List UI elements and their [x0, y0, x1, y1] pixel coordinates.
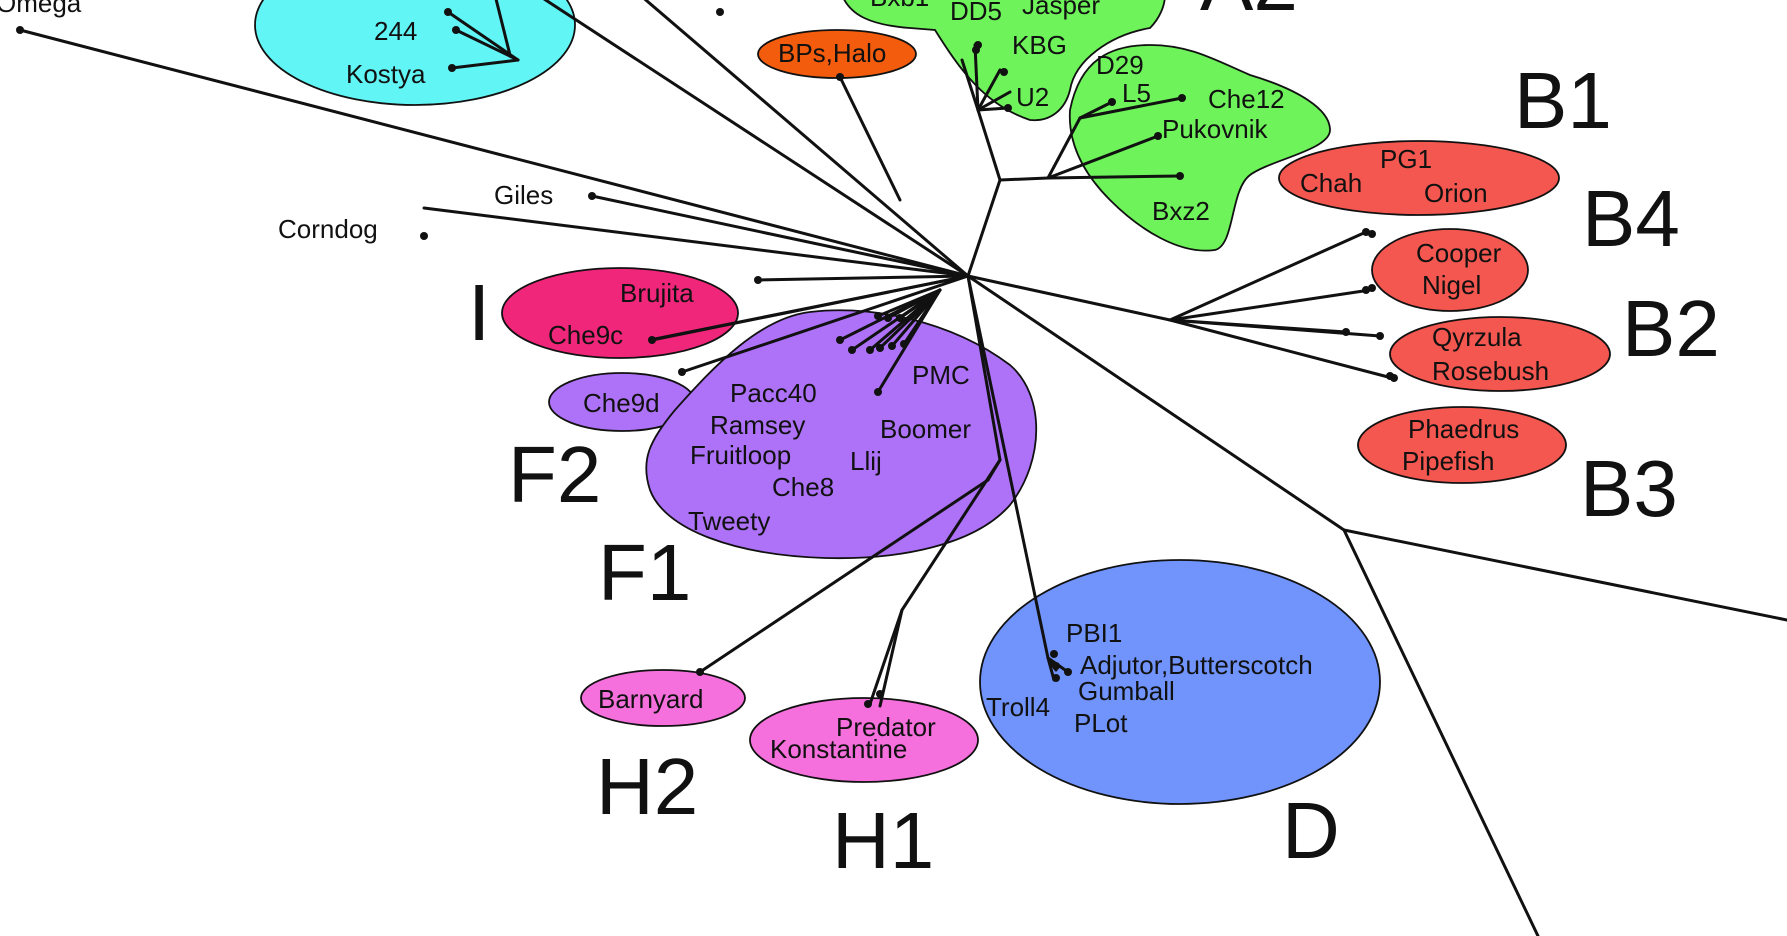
- cluster-region-b3: [1357, 406, 1567, 484]
- leaf-label-dd5: DD5: [950, 0, 1002, 26]
- leaf-label-predator: Predator: [836, 712, 936, 742]
- leaf-label-phaedrus: Phaedrus: [1408, 414, 1519, 444]
- cluster-label-h2: H2: [596, 742, 698, 831]
- leaf-label-cooper: Cooper: [1416, 238, 1502, 268]
- leaf-label-boomer: Boomer: [880, 414, 971, 444]
- leaf-label-che12: Che12: [1208, 84, 1285, 114]
- leaf-label-ramsey: Ramsey: [710, 410, 805, 440]
- cluster-region-b2: [1389, 316, 1611, 392]
- leaf-label-l5: L5: [1122, 78, 1151, 108]
- cluster-label-b1: B1: [1514, 56, 1612, 145]
- leaf-label-pacc40: Pacc40: [730, 378, 817, 408]
- leaf-label-fruitloop: Fruitloop: [690, 440, 791, 470]
- leaf-label-kbg: KBG: [1012, 30, 1067, 60]
- leaf-label-d29: D29: [1096, 50, 1144, 80]
- leaf-label-pukovnik: Pukovnik: [1162, 114, 1268, 144]
- leaf-label-qyrzula: Qyrzula: [1432, 322, 1522, 352]
- leaf-label-llij: Llij: [850, 446, 882, 476]
- cluster-region-h1: [749, 697, 979, 783]
- leaf-label-che9d: Che9d: [583, 388, 660, 418]
- leaf-label-giles: Giles: [494, 180, 553, 210]
- cluster-label-h1: H1: [832, 796, 934, 885]
- leaf-label-corndog: Corndog: [278, 214, 378, 244]
- leaf-dots: [16, 8, 1398, 708]
- cluster-label-b3: B3: [1580, 444, 1678, 533]
- cluster-label-i: I: [468, 268, 490, 357]
- leaf-label-plot: PLot: [1074, 708, 1128, 738]
- leaf-label-pipefish: Pipefish: [1402, 446, 1495, 476]
- cluster-region-b1: [1278, 140, 1560, 216]
- leaf-label-jasper: Jasper: [1022, 0, 1100, 20]
- leaf-label-nigel: Nigel: [1422, 270, 1481, 300]
- leaf-label-u2: U2: [1016, 82, 1049, 112]
- leaf-label-tweety: Tweety: [688, 506, 770, 536]
- cluster-region-a2-upper: [843, 0, 1166, 122]
- leaf-label-pmc: PMC: [912, 360, 970, 390]
- leaf-label-che8: Che8: [772, 472, 834, 502]
- cluster-region-barnyard: [580, 669, 746, 727]
- leaf-label-che9c: Che9c: [548, 320, 623, 350]
- cluster-label-d: D: [1282, 786, 1340, 875]
- leaf-label-konstantine: Konstantine: [770, 734, 907, 764]
- leaf-label-bps-halo: BPs,Halo: [778, 38, 886, 68]
- leaf-label-pbi1: PBI1: [1066, 618, 1122, 648]
- leaf-label-omega: Omega: [0, 0, 82, 18]
- cluster-label-f1: F1: [598, 528, 691, 617]
- leaf-label-troll4: Troll4: [986, 692, 1050, 722]
- leaf-label-orion: Orion: [1424, 178, 1488, 208]
- leaf-label-chah: Chah: [1300, 168, 1362, 198]
- leaf-label-brujita: Brujita: [620, 278, 694, 308]
- leaf-label-rosebush: Rosebush: [1432, 356, 1549, 386]
- leaf-label-adjutor-butterscotch: Adjutor,Butterscotch: [1080, 650, 1313, 680]
- cluster-label-b2: B2: [1622, 284, 1720, 373]
- cluster-label-b4: B4: [1582, 174, 1680, 263]
- leaf-label-barnyard: Barnyard: [598, 684, 704, 714]
- cluster-label-f2: F2: [508, 430, 601, 519]
- cluster-region-d: [979, 559, 1381, 805]
- leaf-label-bxb1: Bxb1: [870, 0, 929, 12]
- cluster-region-cyan: [254, 0, 576, 106]
- leaf-label-pg1: PG1: [1380, 144, 1432, 174]
- cluster-label-a2: A2: [1200, 0, 1298, 27]
- leaf-label-bxz2: Bxz2: [1152, 196, 1210, 226]
- leaf-label-gumball: Gumball: [1078, 676, 1175, 706]
- cluster-region-f1: [645, 309, 1037, 560]
- leaf-label-kostya: Kostya: [346, 59, 426, 89]
- leaf-label-244: 244: [374, 16, 417, 46]
- cluster-region-b4: [1371, 228, 1529, 312]
- cluster-region-a2-lower: [1068, 44, 1331, 252]
